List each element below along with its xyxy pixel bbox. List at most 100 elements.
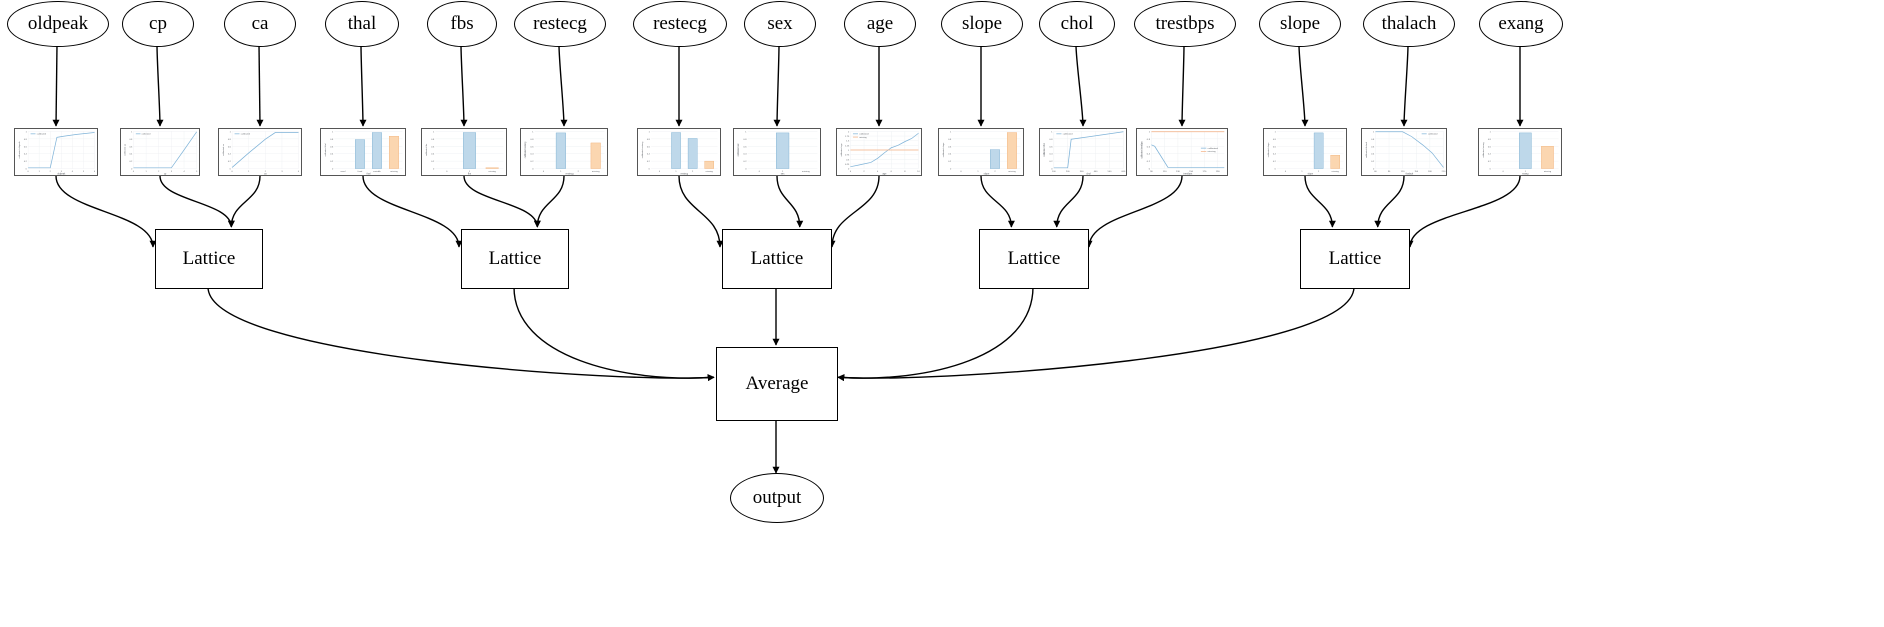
- svg-text:slope: slope: [984, 173, 990, 175]
- svg-text:restecg: restecg: [566, 172, 575, 175]
- lattice-node-2[interactable]: Lattice: [461, 229, 569, 289]
- feature-node-label: trestbps: [1155, 13, 1215, 34]
- svg-text:1: 1: [745, 132, 747, 134]
- svg-text:0.4: 0.4: [948, 154, 952, 156]
- lattice-node-5[interactable]: Lattice: [1300, 229, 1410, 289]
- svg-text:1: 1: [248, 171, 250, 173]
- feature-node-sex[interactable]: sex: [744, 1, 816, 47]
- svg-text:0.75: 0.75: [845, 155, 850, 157]
- lattice-node-3[interactable]: Lattice: [722, 229, 832, 289]
- svg-text:variable: variable: [373, 170, 381, 173]
- feature-node-thalach[interactable]: thalach: [1363, 1, 1455, 47]
- svg-text:1: 1: [1149, 132, 1151, 134]
- svg-text:0.4: 0.4: [743, 154, 747, 156]
- svg-text:0.4: 0.4: [1147, 154, 1151, 156]
- svg-text:210: 210: [1442, 171, 1446, 173]
- feature-node-chol[interactable]: chol: [1039, 1, 1115, 47]
- svg-text:calibrated ca: calibrated ca: [222, 143, 225, 156]
- svg-text:calibrated restecg: calibrated restecg: [641, 141, 644, 158]
- svg-text:thalach: thalach: [1406, 172, 1414, 175]
- svg-text:0: 0: [745, 169, 747, 171]
- svg-text:0: 0: [131, 169, 133, 171]
- svg-text:0.6: 0.6: [1371, 146, 1375, 148]
- svg-text:4: 4: [72, 171, 74, 173]
- feature-node-label: fbs: [450, 13, 474, 34]
- svg-text:2: 2: [692, 171, 694, 173]
- svg-text:0.5: 0.5: [846, 159, 850, 161]
- lattice-node-1[interactable]: Lattice: [155, 229, 263, 289]
- svg-text:0: 0: [232, 171, 234, 173]
- average-node-label: Average: [745, 373, 809, 394]
- feature-node-age[interactable]: age: [844, 1, 916, 47]
- svg-text:2: 2: [578, 171, 580, 173]
- svg-text:0.2: 0.2: [1488, 161, 1492, 163]
- feature-node-oldpeak[interactable]: oldpeak: [7, 1, 109, 47]
- feature-node-fbs[interactable]: fbs: [427, 1, 497, 47]
- feature-node-label: ca: [251, 13, 269, 34]
- feature-node-thal[interactable]: thal: [325, 1, 399, 47]
- average-node[interactable]: Average: [716, 347, 838, 421]
- svg-text:missing: missing: [802, 171, 810, 173]
- svg-text:sex: sex: [781, 173, 786, 175]
- svg-text:0.8: 0.8: [743, 139, 747, 141]
- svg-text:2: 2: [1318, 171, 1320, 173]
- svg-text:10: 10: [917, 171, 920, 173]
- svg-text:fixed: fixed: [358, 171, 363, 173]
- svg-text:0.6: 0.6: [743, 146, 747, 148]
- feature-node-label: exang: [1498, 13, 1544, 34]
- svg-text:0.8: 0.8: [330, 139, 334, 141]
- svg-text:0.2: 0.2: [228, 161, 232, 163]
- lattice-node-4[interactable]: Lattice: [979, 229, 1089, 289]
- feature-node-ca[interactable]: ca: [224, 1, 296, 47]
- svg-text:1: 1: [532, 132, 534, 134]
- feature-node-slope[interactable]: slope: [941, 1, 1023, 47]
- output-node[interactable]: output: [730, 473, 824, 523]
- svg-text:calibrated slope: calibrated slope: [942, 142, 945, 157]
- svg-text:5: 5: [196, 171, 198, 173]
- feature-node-slope2[interactable]: slope: [1259, 1, 1341, 47]
- svg-text:1: 1: [560, 171, 562, 173]
- svg-text:60: 60: [1374, 171, 1377, 173]
- svg-text:500: 500: [1108, 171, 1113, 173]
- feature-node-exang[interactable]: exang: [1479, 1, 1563, 47]
- svg-text:calibrated chol: calibrated chol: [1043, 143, 1046, 157]
- svg-text:0.6: 0.6: [530, 146, 534, 148]
- svg-text:4: 4: [298, 171, 300, 173]
- svg-text:0.6: 0.6: [1147, 146, 1151, 148]
- svg-text:0.6: 0.6: [1273, 146, 1277, 148]
- svg-text:6: 6: [891, 171, 893, 173]
- svg-text:0.8: 0.8: [431, 139, 435, 141]
- svg-text:1.25: 1.25: [845, 145, 850, 147]
- svg-text:0.2: 0.2: [743, 161, 747, 163]
- svg-text:0.6: 0.6: [228, 146, 232, 148]
- svg-text:missing: missing: [488, 171, 496, 173]
- svg-text:cp: cp: [164, 173, 167, 175]
- svg-text:1: 1: [433, 131, 435, 133]
- feature-node-cp[interactable]: cp: [122, 1, 194, 47]
- feature-node-restecg[interactable]: restecg: [514, 1, 606, 47]
- svg-text:0.8: 0.8: [1488, 139, 1492, 141]
- feature-node-label: slope: [1279, 13, 1321, 34]
- feature-node-label: age: [866, 13, 894, 34]
- svg-text:areal: areal: [341, 170, 346, 173]
- svg-text:0.2: 0.2: [24, 161, 28, 163]
- feature-node-trestbps[interactable]: trestbps: [1134, 1, 1236, 47]
- svg-text:oldpeak: oldpeak: [57, 173, 66, 175]
- feature-node-restecg2[interactable]: restecg: [633, 1, 727, 47]
